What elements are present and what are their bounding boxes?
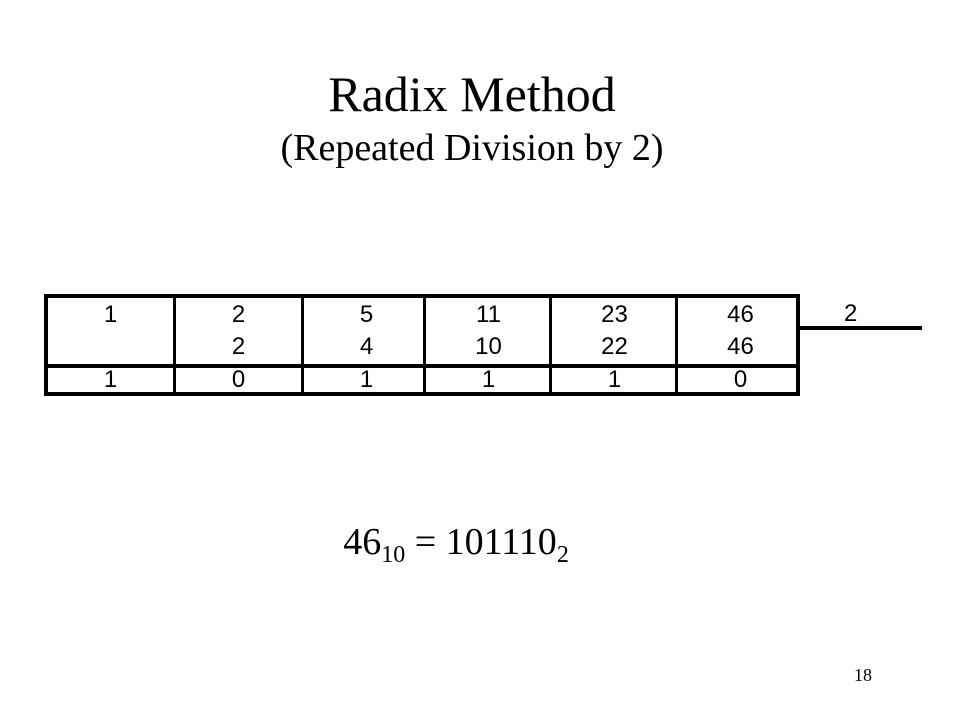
slide-title: Radix Method — [328, 66, 616, 122]
dividend-cell: 2 — [231, 301, 246, 328]
slide-subtitle: (Repeated Division by 2) — [280, 127, 664, 169]
table-column: 11 10 1 — [426, 298, 551, 392]
dividend-cell: 23 — [601, 301, 628, 328]
equals-sign: = — [405, 521, 446, 563]
decimal-base: 10 — [381, 542, 406, 568]
product-cell: 2 — [231, 333, 246, 360]
division-table: 1 1 2 2 0 5 4 1 11 10 1 23 22 1 46 46 0 — [44, 294, 800, 396]
column-divider — [301, 298, 304, 392]
table-column: 46 46 0 — [678, 298, 803, 392]
remainder-cell: 1 — [103, 366, 118, 393]
page-number: 18 — [854, 665, 872, 685]
table-column: 23 22 1 — [552, 298, 677, 392]
dividend-cell: 11 — [476, 301, 501, 328]
divisor-block: 2 — [800, 294, 922, 334]
dividend-cell: 46 — [727, 301, 754, 328]
product-cell: 22 — [601, 333, 628, 360]
product-cell: 4 — [359, 333, 374, 360]
decimal-value: 46 — [343, 521, 382, 563]
table-column: 2 2 0 — [176, 298, 301, 392]
column-divider — [423, 298, 426, 392]
table-column: 5 4 1 — [304, 298, 429, 392]
remainder-cell: 1 — [607, 366, 622, 393]
divisor-label: 2 — [844, 300, 858, 327]
remainder-cell: 1 — [359, 366, 374, 393]
table-column: 1 1 — [48, 298, 173, 392]
dividend-cell: 1 — [103, 301, 118, 328]
conversion-result: 4610 = 1011102 — [0, 518, 912, 568]
binary-base: 2 — [556, 542, 569, 568]
remainder-cell: 1 — [481, 366, 496, 393]
dividend-cell: 5 — [359, 301, 374, 328]
column-divider — [675, 298, 678, 392]
column-divider — [549, 298, 552, 392]
row-divider — [48, 364, 796, 368]
product-cell: 46 — [727, 333, 754, 360]
binary-value: 101110 — [445, 521, 557, 563]
product-cell: 10 — [475, 333, 502, 360]
divisor-line — [800, 326, 922, 330]
remainder-cell: 0 — [231, 366, 246, 393]
remainder-cell: 0 — [733, 366, 748, 393]
column-divider — [173, 298, 176, 392]
